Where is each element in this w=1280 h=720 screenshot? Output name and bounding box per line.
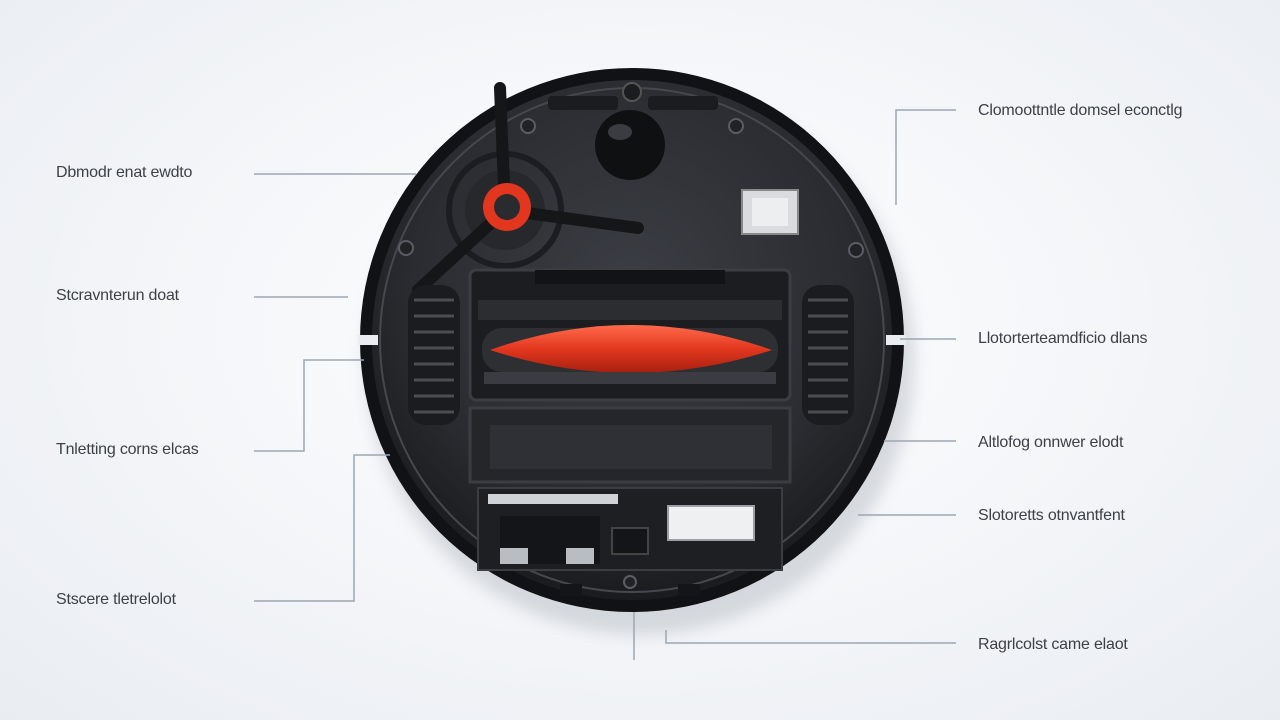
label-right-2: Llotorterteamdficio dlans xyxy=(978,330,1148,347)
leader-lines xyxy=(254,109,956,660)
dustbin-panel xyxy=(468,406,792,484)
leader-line-left-4 xyxy=(254,454,390,602)
cliff-sensor-window xyxy=(741,189,799,235)
drive-wheel-right xyxy=(802,285,854,425)
leader-line-left-3 xyxy=(254,359,364,452)
caster-wheel-icon xyxy=(595,110,665,180)
leader-line-right-5 xyxy=(665,630,956,644)
bottom-compartment xyxy=(477,487,783,596)
side-brush-icon xyxy=(412,82,644,296)
main-brush-roller xyxy=(482,325,778,384)
top-bumper-slots xyxy=(548,82,718,110)
label-left-3: Tnletting corns elcas xyxy=(56,441,199,458)
label-left-2: Stcravnterun doat xyxy=(56,287,179,304)
label-right-4: Slotoretts otnvantfent xyxy=(978,507,1125,524)
label-left-4: Stscere tletrelolot xyxy=(56,591,176,608)
label-right-5: Ragrlcolst came elaot xyxy=(978,636,1128,653)
label-right-3: Altlofog onnwer elodt xyxy=(978,434,1124,451)
label-left-1: Dbmodr enat ewdto xyxy=(56,164,193,181)
drive-wheel-left xyxy=(408,285,460,425)
label-right-1: Clomoottntle domsel econctlg xyxy=(978,102,1183,119)
leader-line-right-1 xyxy=(895,109,956,205)
